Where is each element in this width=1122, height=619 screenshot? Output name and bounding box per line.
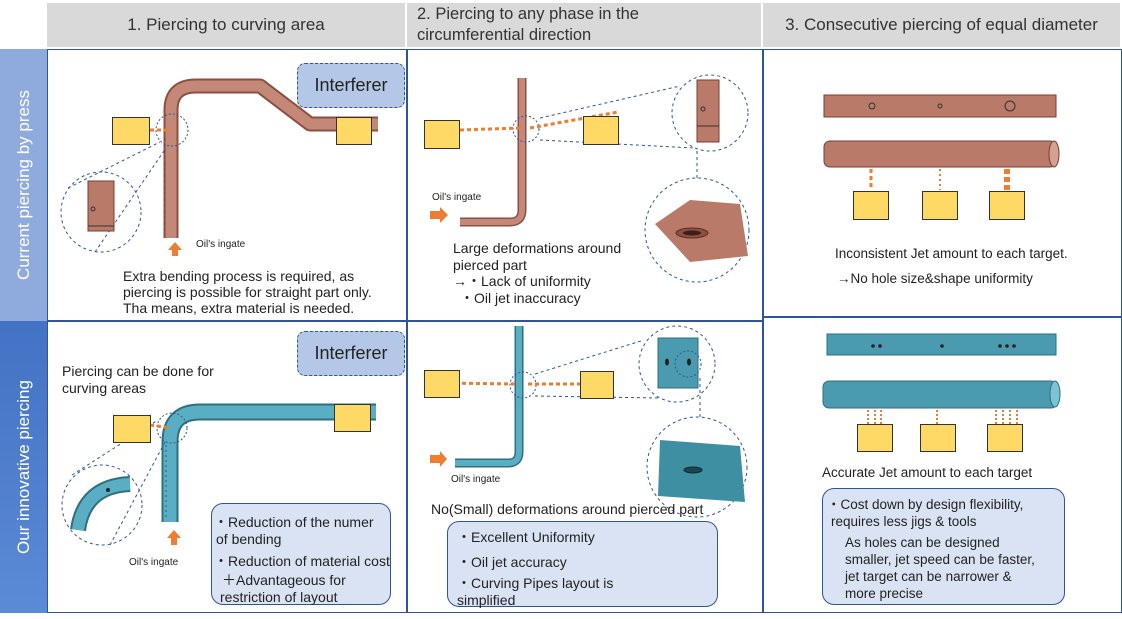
innovative-c1-note: ・Reduction of the numer of bending ・Redu…: [211, 503, 391, 605]
innovative-c3-note: ・Cost down by design flexibility, requir…: [822, 488, 1065, 605]
innovative-c1-note-line4: ＋Advantageous for: [222, 572, 346, 588]
innovative-c3-note-line2: requires less jigs & tools: [831, 514, 977, 529]
innovative-c1-note-line2: of bending: [216, 531, 282, 547]
interferer-label-innovative: Interferer: [297, 331, 405, 376]
header-col2-line2: circumferential direction: [417, 26, 592, 44]
current-c2-line3: →・Lack of uniformity: [453, 273, 591, 289]
target-box-c3-r2-2: [920, 424, 956, 452]
row-label-current: Current piercing by press: [0, 49, 47, 321]
target-box-c3-r2-1: [857, 424, 893, 452]
target-box-left: [112, 117, 150, 145]
current-c3-line1: Inconsistent Jet amount to each target.: [835, 246, 1068, 261]
target-box-left-r2: [113, 415, 151, 443]
cell-current-consecutive: [763, 49, 1122, 317]
target-box-c3-2: [922, 191, 958, 220]
innovative-c3-note-line3: As holes can be designed: [845, 535, 1000, 550]
innovative-c2-caption: No(Small) deformations around pierced pa…: [431, 501, 704, 517]
innovative-c2-note-line3: ・Curving Pipes layout is: [457, 575, 614, 591]
target-box-left-c2: [424, 120, 460, 149]
ingate-label-c2-r2: Oil's ingate: [451, 474, 501, 485]
target-box-right-c2: [583, 116, 619, 145]
header-col3-label: 3. Consecutive piercing of equal diamete…: [785, 15, 1098, 34]
target-box-c3-1: [853, 191, 889, 220]
target-box-right-r2: [334, 404, 371, 432]
header-col2-line1: 2. Piercing to any phase in the: [417, 5, 639, 23]
current-c2-line2: pierced part: [453, 257, 527, 273]
innovative-c2-note-line1: ・Excellent Uniformity: [457, 529, 595, 545]
header-col3: 3. Consecutive piercing of equal diamete…: [763, 3, 1122, 47]
header-col1: 1. Piercing to curving area: [47, 3, 407, 47]
current-c1-line2: piercing is possible for straight part o…: [123, 284, 372, 300]
innovative-c2-note-line2: ・Oil jet accuracy: [457, 554, 567, 570]
ingate-label-c1: Oil's ingate: [196, 239, 246, 250]
target-box-right: [336, 117, 372, 145]
innovative-c3-note-line6: more precise: [845, 586, 924, 601]
ingate-label-c1-r2: Oil's ingate: [129, 557, 179, 568]
innovative-c3-note-line1: ・Cost down by design flexibility,: [827, 497, 1024, 512]
header-col1-label: 1. Piercing to curving area: [127, 15, 325, 34]
innovative-c3-caption: Accurate Jet amount to each target: [822, 465, 1033, 480]
innovative-c1-note-line5: restriction of layout: [220, 589, 338, 605]
current-c1-line3: Tha means, extra material is needed.: [123, 300, 355, 316]
current-c2-line4: ・Oil jet inaccuracy: [460, 290, 581, 306]
innovative-c1-note-line3: ・Reduction of material cost: [214, 553, 390, 569]
current-c1-line1: Extra bending process is required, as: [123, 268, 355, 284]
innovative-c1-caption2: curving areas: [62, 380, 147, 396]
current-c3-line2: →No hole size&shape uniformity: [837, 271, 1033, 286]
target-box-left-c2-r2: [424, 370, 460, 398]
ingate-label-c2: Oil's ingate: [432, 192, 482, 203]
target-box-c3-r2-3: [987, 424, 1023, 452]
header-col2: 2. Piercing to any phase in the circumfe…: [407, 3, 763, 47]
innovative-c2-note: ・Excellent Uniformity ・Oil jet accuracy …: [447, 521, 718, 608]
interferer-label-current: Interferer: [297, 63, 405, 108]
innovative-c3-note-line5: jet target can be narrower &: [845, 569, 1012, 584]
innovative-c3-note-line4: smaller, jet speed can be faster,: [845, 552, 1035, 567]
target-box-right-c2-r2: [580, 371, 614, 399]
innovative-c1-note-line1: ・Reduction of the numer: [214, 514, 374, 530]
current-c2-line1: Large deformations around: [453, 240, 622, 256]
innovative-c1-caption1: Piercing can be done for: [62, 363, 214, 379]
target-box-c3-3: [989, 191, 1025, 220]
innovative-c2-note-line4: simplified: [457, 592, 516, 608]
row-label-innovative: Our innovative piercing: [0, 321, 47, 613]
